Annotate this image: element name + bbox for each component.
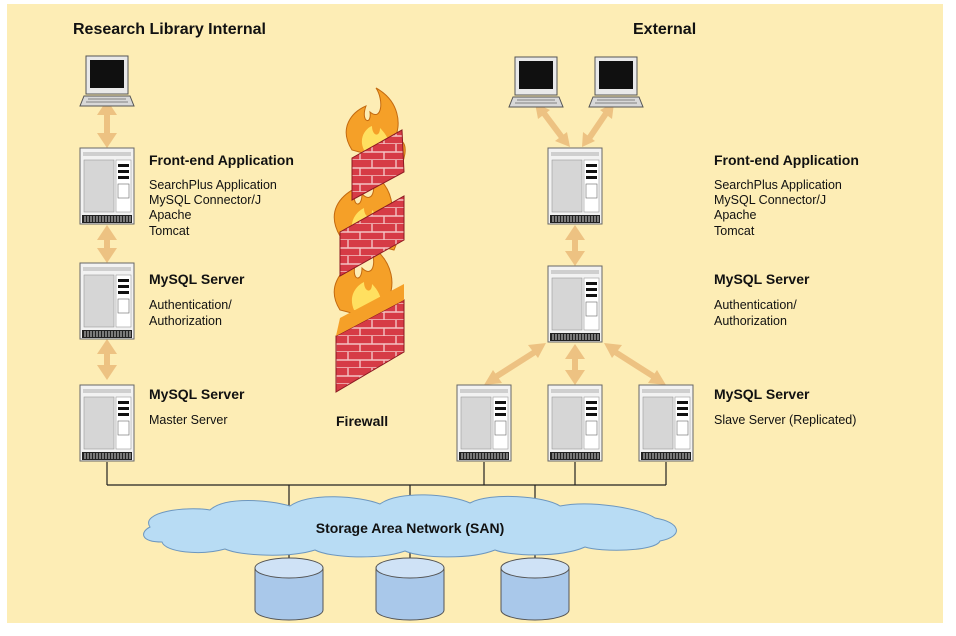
- external-title: External: [633, 21, 696, 38]
- disk-icon: [254, 557, 324, 621]
- server-icon: [79, 262, 135, 340]
- server-icon: [79, 384, 135, 462]
- server-icon: [547, 384, 603, 462]
- internal-master-line: Master Server: [149, 413, 228, 427]
- internal-frontend-line: SearchPlus Application: [149, 178, 277, 192]
- internal-auth-line: Authorization: [149, 314, 222, 328]
- internal-master-label: MySQL Server Master Server: [149, 386, 245, 427]
- arrow-auth-slave-right: [610, 347, 658, 381]
- external-slave-label: MySQL Server Slave Server (Replicated): [714, 386, 856, 427]
- server-icon: [638, 384, 694, 462]
- external-frontend-title: Front-end Application: [714, 152, 859, 168]
- internal-auth-title: MySQL Server: [149, 271, 245, 287]
- laptop-icon: [79, 55, 135, 107]
- external-slave-line: Slave Server (Replicated): [714, 413, 856, 427]
- internal-frontend-title: Front-end Application: [149, 152, 294, 168]
- disk-icon: [375, 557, 445, 621]
- arrow-laptop1-frontend: [540, 110, 567, 142]
- external-auth-line: Authentication/: [714, 298, 797, 312]
- external-frontend-line: SearchPlus Application: [714, 178, 842, 192]
- server-icon: [456, 384, 512, 462]
- laptop-icon: [588, 56, 644, 108]
- external-frontend-line: Tomcat: [714, 224, 755, 238]
- external-frontend-label: Front-end Application SearchPlus Applica…: [714, 152, 859, 238]
- san-label: Storage Area Network (SAN): [316, 520, 505, 536]
- arrow-auth-slave-left: [492, 347, 540, 381]
- internal-frontend-line: Apache: [149, 208, 191, 222]
- external-frontend-line: MySQL Connector/J: [714, 193, 826, 207]
- server-icon: [547, 265, 603, 343]
- external-auth-label: MySQL Server Authentication/ Authorizati…: [714, 271, 810, 328]
- internal-frontend-line: MySQL Connector/J: [149, 193, 261, 207]
- external-auth-title: MySQL Server: [714, 271, 810, 287]
- laptop-icon: [508, 56, 564, 108]
- external-slave-title: MySQL Server: [714, 386, 810, 402]
- internal-master-title: MySQL Server: [149, 386, 245, 402]
- server-icon: [79, 147, 135, 225]
- arrow-heads: [97, 100, 666, 385]
- cloud-icon: [143, 494, 677, 558]
- firewall-icon: [333, 87, 406, 393]
- server-icon: [547, 147, 603, 225]
- internal-auth-label: MySQL Server Authentication/ Authorizati…: [149, 271, 245, 328]
- external-auth-line: Authorization: [714, 314, 787, 328]
- internal-title: Research Library Internal: [73, 21, 266, 38]
- disk-icon: [500, 557, 570, 621]
- arrow-laptop2-frontend: [585, 110, 610, 142]
- internal-frontend-label: Front-end Application SearchPlus Applica…: [149, 152, 294, 238]
- internal-frontend-line: Tomcat: [149, 224, 190, 238]
- external-frontend-line: Apache: [714, 208, 756, 222]
- internal-auth-line: Authentication/: [149, 298, 232, 312]
- firewall-label: Firewall: [336, 413, 388, 429]
